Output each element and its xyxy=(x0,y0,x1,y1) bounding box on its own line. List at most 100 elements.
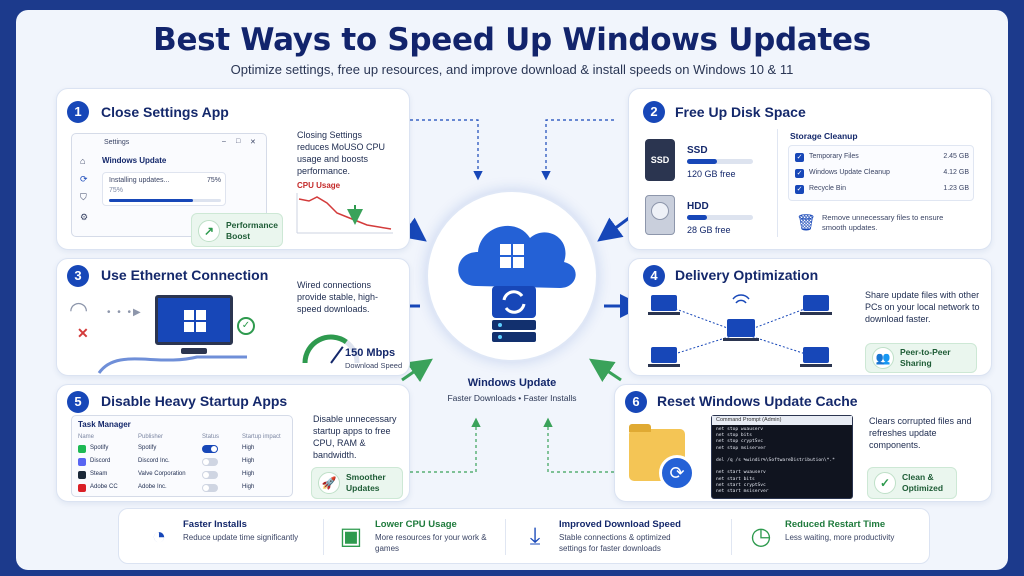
refresh-badge-icon: ⟳ xyxy=(659,455,695,491)
step-number: 4 xyxy=(643,265,665,287)
cmd-window: Command Prompt (Admin) net stop wuauserv… xyxy=(711,415,853,499)
home-icon[interactable]: ⌂ xyxy=(80,156,86,166)
page-title: Best Ways to Speed Up Windows Updates xyxy=(153,22,871,58)
cleanup-item-size: 1.23 GB xyxy=(943,185,969,192)
maximize-button[interactable]: □ xyxy=(236,138,241,145)
shield-icon[interactable]: ⛉ xyxy=(80,192,87,202)
checkbox-checked[interactable]: ✓ xyxy=(795,153,804,162)
benefit-item: ▣ Lower CPU Usage More resources for you… xyxy=(333,509,513,565)
benefits-bar: ◔ Faster Installs Reduce update time sig… xyxy=(118,508,930,564)
cleanup-note: Remove unnecessary files to ensure smoot… xyxy=(822,213,944,232)
ssd-icon: SSD xyxy=(645,139,675,181)
checkbox-checked[interactable]: ✓ xyxy=(795,169,804,178)
card-description: Closing Settings reduces MoUSO CPU usage… xyxy=(297,130,386,176)
step-number: 5 xyxy=(67,391,89,413)
install-percent: 75% xyxy=(207,177,222,184)
app-name: Discord xyxy=(90,458,111,464)
cleanup-item[interactable]: ✓ Temporary Files 2.45 GB xyxy=(795,152,969,164)
people-icon: 👥 xyxy=(872,347,894,369)
badge-label: Peer-to-Peer Sharing xyxy=(900,347,951,368)
app-name: Spotify xyxy=(90,445,109,451)
step-number: 3 xyxy=(67,265,89,287)
card-delivery-optimization: 4 Delivery Optimization Share update fil… xyxy=(628,258,992,376)
step-number: 6 xyxy=(625,391,647,413)
gear-icon[interactable]: ⚙ xyxy=(80,212,89,222)
column-header: Status xyxy=(202,434,220,440)
center-hub xyxy=(426,190,598,362)
monitor-stand xyxy=(181,348,207,354)
app-icon xyxy=(78,445,86,453)
network-diagram xyxy=(648,294,832,367)
cleanup-item[interactable]: ✓ Windows Update Cleanup 4.12 GB xyxy=(795,168,969,180)
table-row: Adobe CC Adobe Inc. High xyxy=(78,483,288,494)
startup-toggle[interactable] xyxy=(202,484,218,492)
clock-icon: ◷ xyxy=(750,523,772,550)
no-wifi-icon: ✕ xyxy=(77,325,89,341)
app-name: Steam xyxy=(90,471,108,477)
card-title: Free Up Disk Space xyxy=(675,104,806,120)
cleanup-list: ✓ Temporary Files 2.45 GB ✓ Windows Upda… xyxy=(788,145,974,201)
startup-impact: High xyxy=(242,445,255,451)
ssd-free: 120 GB free xyxy=(687,169,736,179)
cleanup-item-size: 2.45 GB xyxy=(943,153,969,160)
startup-impact: High xyxy=(242,484,255,490)
step-number: 2 xyxy=(643,101,665,123)
cmd-output: net stop wuauserv net stop bits net stop… xyxy=(716,427,835,495)
benefit-desc: Reduce update time significantly xyxy=(183,533,299,542)
hdd-icon xyxy=(645,195,675,235)
card-title: Delivery Optimization xyxy=(675,267,819,283)
ssd-bar xyxy=(687,159,753,164)
wifi-icon: ◠ xyxy=(69,297,89,322)
app-icon xyxy=(78,471,86,479)
app-publisher: Adobe Inc. xyxy=(138,484,167,490)
startup-toggle[interactable] xyxy=(202,445,218,453)
card-ethernet: 3 Use Ethernet Connection ◠ ✕ • • •▶ ✓ W… xyxy=(56,258,410,376)
rocket-icon: 🚀 xyxy=(318,472,340,494)
ssd-label: SSD xyxy=(687,145,708,156)
dotted-arrow: • • •▶ xyxy=(107,307,143,318)
badge-label: Clean & Optimized xyxy=(902,472,944,493)
center-subtitle: Faster Downloads • Faster Installs xyxy=(447,393,577,403)
badge-clean: ✓ Clean & Optimized xyxy=(867,467,957,499)
app-name: Adobe CC xyxy=(90,484,118,490)
task-manager-title: Task Manager xyxy=(78,420,131,429)
settings-window: Settings – □ ✕ ⌂ ⟳ ⛉ ⚙ Windows Update In… xyxy=(71,133,267,237)
cleanup-item-name: Windows Update Cleanup xyxy=(809,169,890,176)
cleanup-item-name: Recycle Bin xyxy=(809,185,846,192)
minimize-button[interactable]: – xyxy=(222,138,226,145)
infographic: Best Ways to Speed Up Windows Updates Op… xyxy=(16,10,1008,570)
card-close-settings: 1 Close Settings App Settings – □ ✕ ⌂ ⟳ … xyxy=(56,88,410,250)
column-header: Startup impact xyxy=(242,434,281,440)
benefit-item: ◔ Faster Installs Reduce update time sig… xyxy=(141,509,321,565)
cpu-chip-icon: ▣ xyxy=(339,523,363,550)
checkbox-checked[interactable]: ✓ xyxy=(795,185,804,194)
monitor-icon xyxy=(155,295,233,345)
page-subtitle: Optimize settings, free up resources, an… xyxy=(230,62,794,77)
refresh-icon[interactable]: ⟳ xyxy=(80,174,88,184)
cleanup-item-size: 4.12 GB xyxy=(943,169,969,176)
speedometer-icon: ◔ xyxy=(151,523,167,550)
cleanup-item[interactable]: ✓ Recycle Bin 1.23 GB xyxy=(795,184,969,196)
benefit-item: ◷ Reduced Restart Time Less waiting, mor… xyxy=(743,509,923,565)
cpu-usage-label: CPU Usage xyxy=(297,181,341,190)
pane-title: Windows Update xyxy=(102,156,167,165)
cpu-chart xyxy=(296,193,393,234)
startup-impact: High xyxy=(242,458,255,464)
app-publisher: Spotify xyxy=(138,445,157,451)
startup-impact: High xyxy=(242,471,255,477)
card-title: Reset Windows Update Cache xyxy=(657,393,858,409)
cleanup-title: Storage Cleanup xyxy=(790,131,858,141)
benefit-title: Lower CPU Usage xyxy=(375,519,457,530)
benefit-desc: More resources for your work & games xyxy=(375,533,487,553)
benefit-item: ⤓ Improved Download Speed Stable connect… xyxy=(517,509,717,565)
chart-up-icon: ↗ xyxy=(198,220,220,242)
benefit-desc: Less waiting, more productivity xyxy=(785,533,895,542)
close-button[interactable]: ✕ xyxy=(250,139,256,146)
storage-cleanup-panel: Storage Cleanup ✓ Temporary Files 2.45 G… xyxy=(777,129,974,237)
speedometer xyxy=(302,334,360,364)
startup-toggle[interactable] xyxy=(202,471,218,479)
card-description: Wired connections provide stable, high-s… xyxy=(297,280,379,314)
startup-toggle[interactable] xyxy=(202,458,218,466)
table-row: Spotify Spotify High xyxy=(78,444,288,455)
